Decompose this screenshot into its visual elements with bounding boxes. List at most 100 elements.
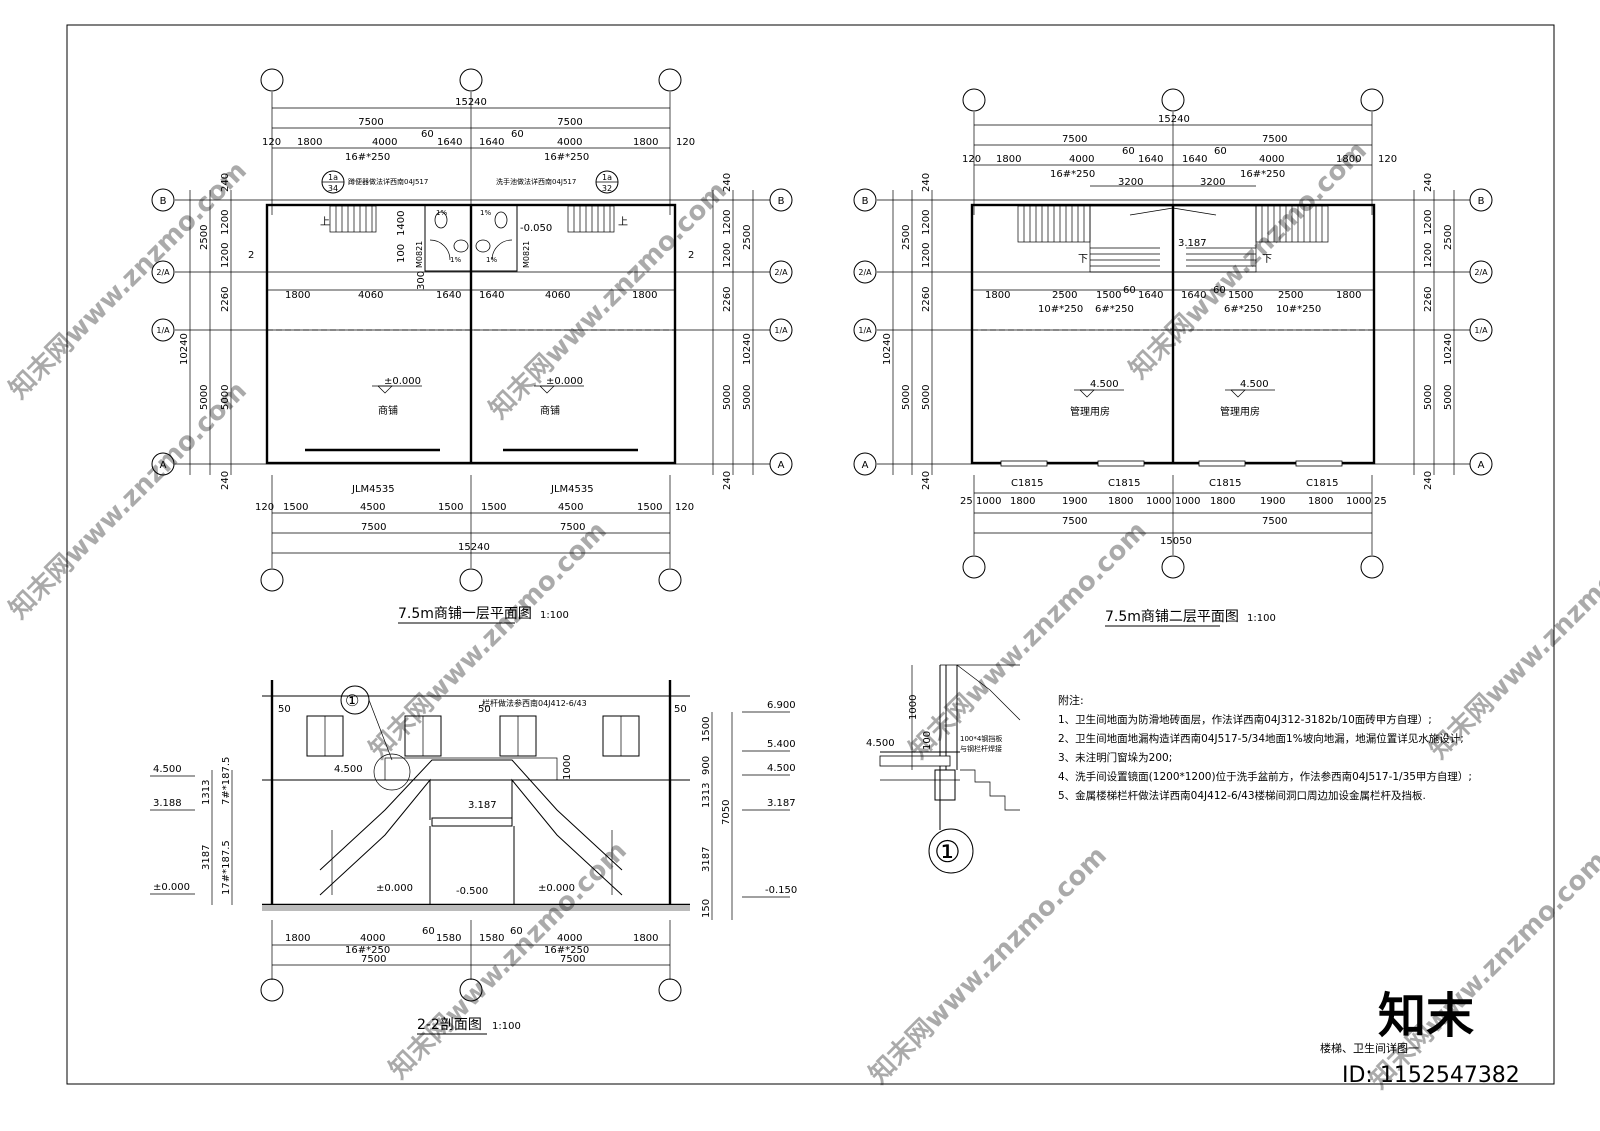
dim-text: 2260 <box>722 287 733 312</box>
callout-ref: 1a <box>328 173 338 182</box>
dim-text: 3187 <box>201 845 212 870</box>
window-label: C1815 <box>1306 478 1338 489</box>
axis-label: A <box>862 460 869 471</box>
dim-text: 240 <box>921 173 932 192</box>
dim-text: 2500 <box>1443 225 1454 250</box>
axis-label: A <box>160 460 167 471</box>
up-arrow-label: 上 <box>320 216 330 228</box>
axis-label: B <box>862 196 869 207</box>
dim-text: 5000 <box>199 385 210 410</box>
level-mark: 4.500 <box>767 763 796 774</box>
dim-text: 120 <box>1378 154 1397 165</box>
detail-mark-circle <box>928 828 974 874</box>
dim-text: 5000 <box>742 385 753 410</box>
level-mark: 3.187 <box>1178 238 1207 249</box>
watermark: 知末网www.znzmo.com <box>4 156 253 405</box>
dim-text: 5000 <box>901 385 912 410</box>
dim-text: 240 <box>722 173 733 192</box>
watermark: 知末网www.znzmo.com <box>904 516 1153 765</box>
dim-text: 60 <box>1122 146 1135 157</box>
dim-text: 5000 <box>1423 385 1434 410</box>
dim-text: 1800 <box>285 290 310 301</box>
axis-label: B <box>778 196 785 207</box>
dim-text: 240 <box>1423 471 1434 490</box>
dim-text: 4060 <box>358 290 383 301</box>
watermark: 知末网www.znzmo.com <box>864 841 1113 1090</box>
door-label: JLM4535 <box>550 484 594 495</box>
watermark-layer: 知末网www.znzmo.com 知末网www.znzmo.com 知末网www… <box>4 136 1600 1095</box>
dim-text: 1640 <box>1138 154 1163 165</box>
dim-text: 240 <box>220 173 231 192</box>
dim-text: 50 <box>278 704 291 715</box>
dim-text: 1800 <box>633 137 658 148</box>
dim-text: 120 <box>675 502 694 513</box>
window-symbol <box>1295 460 1343 467</box>
dim-text: 16#*250 <box>345 152 390 163</box>
dim-text: 60 <box>1214 146 1227 157</box>
dim-text: 100 <box>396 244 407 263</box>
axis-bubble <box>769 318 793 342</box>
dim-text: 5000 <box>220 385 231 410</box>
plan2-stair-flights <box>1023 206 1323 267</box>
level-mark: ±0.000 <box>546 376 583 387</box>
level-mark: -0.500 <box>456 886 488 897</box>
dim-text: 1500 <box>481 502 506 513</box>
slope-mark: 1% <box>436 209 447 217</box>
dim-text: 2500 <box>1052 290 1077 301</box>
note-item: 1、卫生间地面为防滑地砖面层，作法详西南04J312-3182b/10面砖甲方自… <box>1058 713 1432 726</box>
dim-text: 60 <box>510 926 523 937</box>
level-mark: 4.500 <box>1090 379 1119 390</box>
dim-text: 1313 <box>201 780 212 805</box>
axis-label: A <box>1478 460 1485 471</box>
dim-text: 4000 <box>557 933 582 944</box>
level-mark: 4.500 <box>1240 379 1269 390</box>
axis-bubble <box>1469 452 1493 476</box>
brand-logo: 知末 <box>1378 988 1474 1044</box>
axis-bubble <box>962 555 986 579</box>
axis-bubble <box>1360 88 1384 112</box>
dim-text: 5000 <box>1443 385 1454 410</box>
axis-bubble <box>853 260 877 284</box>
axis-bubble <box>260 568 284 592</box>
dim-text: 1313 <box>701 783 712 808</box>
axis-bubble <box>260 978 284 1002</box>
axis-label: 2/A <box>156 268 170 277</box>
dim-text: 1500 <box>438 502 463 513</box>
dim-text: 10240 <box>179 333 190 365</box>
dim-text: 15050 <box>1160 536 1192 547</box>
dim-text: 1200 <box>921 210 932 235</box>
dim-text: 10#*250 <box>1038 304 1083 315</box>
dim-text: 1640 <box>479 290 504 301</box>
level-mark: ±0.000 <box>384 376 421 387</box>
dim-text: 1800 <box>632 290 657 301</box>
watermark: 知末网www.znzmo.com <box>1364 846 1600 1095</box>
dim-text: 1640 <box>1138 290 1163 301</box>
dim-text: 10240 <box>1443 333 1454 365</box>
axis-bubble <box>658 978 682 1002</box>
note-item: 5、金属楼梯栏杆做法详西南04J412-6/43楼梯间洞口周边加设金属栏杆及挡板… <box>1058 789 1426 802</box>
door-label: M0821 <box>415 241 424 268</box>
dim-text: 1500 <box>637 502 662 513</box>
dim-text: 1200 <box>722 243 733 268</box>
dim-text: 1000 <box>1175 496 1200 507</box>
dim-text: 300 <box>416 271 427 290</box>
dim-text: 1000 <box>1146 496 1171 507</box>
washbasin-fixture <box>453 239 469 253</box>
axis-label: 1/A <box>858 326 872 335</box>
plan1-bay: 7500 <box>557 117 582 128</box>
axis-bubble <box>459 978 483 1002</box>
detail-mark: ① <box>934 835 961 870</box>
dim-text: 1000 <box>1346 496 1371 507</box>
dim-text: 1800 <box>985 290 1010 301</box>
dim-text: 240 <box>921 471 932 490</box>
dim-text: 7500 <box>1262 134 1287 145</box>
dim-text: 1640 <box>1181 290 1206 301</box>
dim-text: 6#*250 <box>1095 304 1134 315</box>
axis-label: 2/A <box>1474 268 1488 277</box>
dim-text: 1500 <box>1228 290 1253 301</box>
dim-text: 60 <box>422 926 435 937</box>
level-mark: -0.150 <box>765 885 797 896</box>
axis-label: A <box>778 460 785 471</box>
level-mark: 3.187 <box>468 800 497 811</box>
